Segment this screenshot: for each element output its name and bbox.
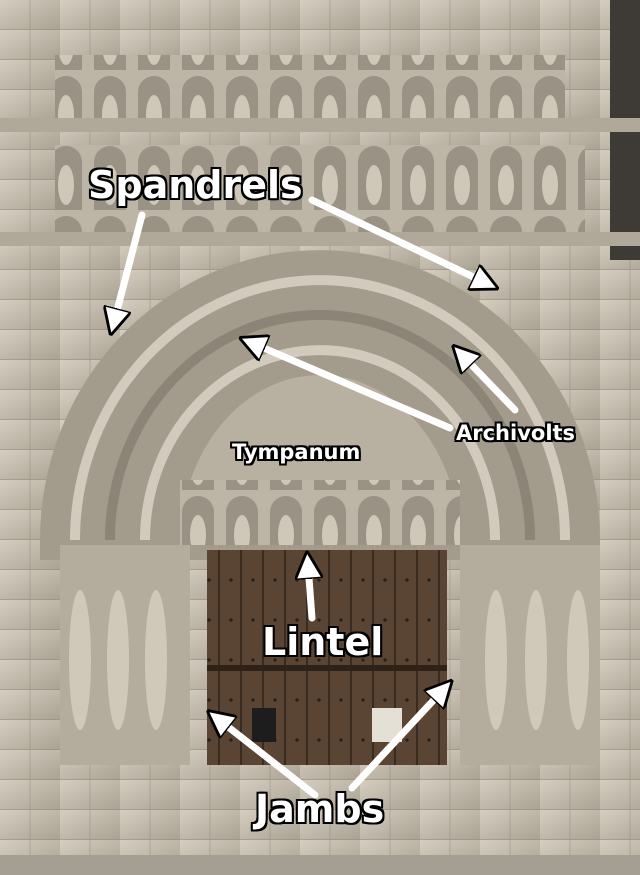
annotation-arrows [114, 196, 519, 799]
label-archivolts: Archivolts [456, 421, 576, 445]
upper-gallery [55, 55, 565, 125]
label-lintel: Lintel [262, 620, 384, 664]
arrow-spandrels-right [308, 196, 486, 283]
arrow-spandrels-left [114, 211, 146, 322]
arrow-lintel [308, 565, 312, 622]
arrow-jambs-left [218, 719, 319, 799]
arrow-archivolts-left [252, 343, 454, 432]
label-tympanum: Tympanum [232, 440, 361, 464]
label-spandrels: Spandrels [88, 163, 303, 207]
label-jambs: Jambs [255, 787, 385, 831]
arrow-archivolts-right [462, 355, 519, 414]
arrow-jambs-right [348, 690, 443, 792]
